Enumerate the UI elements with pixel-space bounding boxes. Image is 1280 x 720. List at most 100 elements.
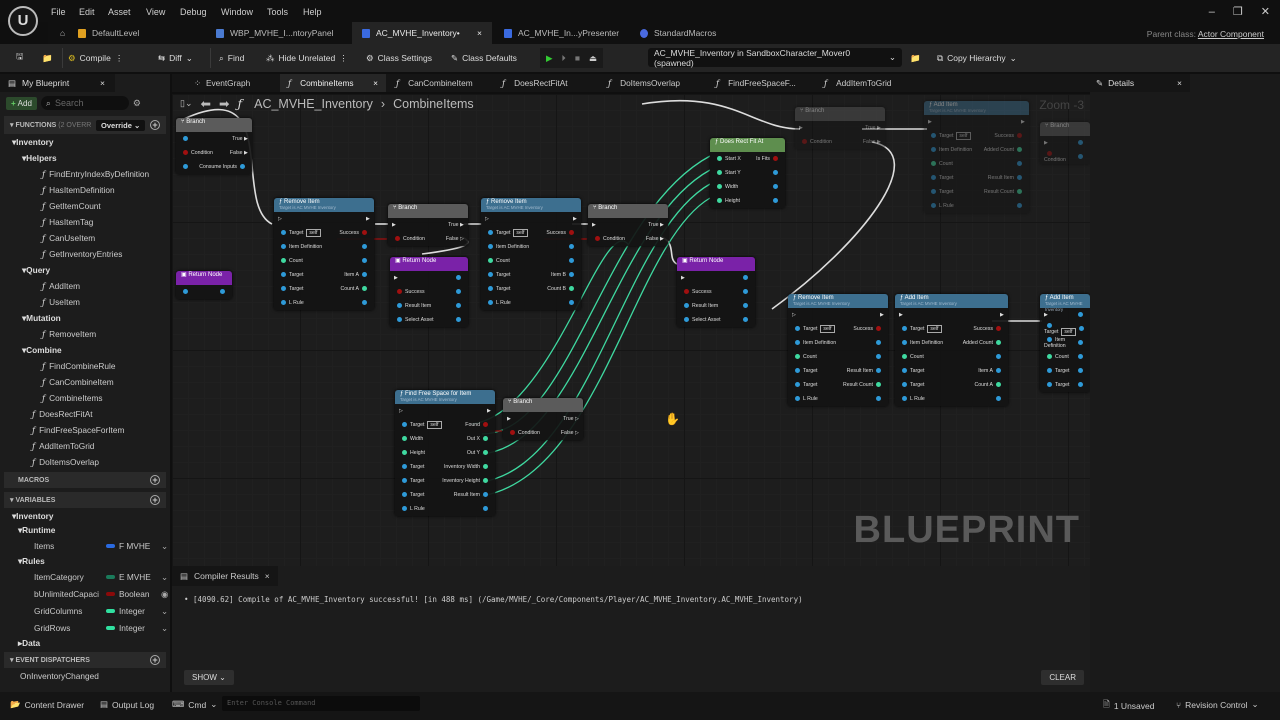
step-icon[interactable]: ⏵ — [561, 52, 566, 63]
event-dispatchers-section[interactable]: ▾ EVENT DISPATCHERS+ — [4, 652, 166, 668]
output-pin[interactable]: Success — [994, 133, 1025, 139]
input-pin[interactable]: Height — [399, 450, 425, 456]
output-pin[interactable]: Success — [546, 230, 577, 236]
hide-unrelated-button[interactable]: ⁂Hide Unrelated ⋮ — [266, 52, 348, 64]
add-variable-icon[interactable]: + — [150, 495, 160, 505]
revision-control-button[interactable]: ⑂Revision Control⌄ — [1176, 699, 1259, 710]
output-pin[interactable] — [453, 317, 464, 323]
input-pin[interactable]: Count — [278, 258, 303, 264]
chevron-down-icon[interactable]: ⌄ — [161, 540, 168, 551]
class-settings-button[interactable]: ⚙Class Settings — [366, 50, 432, 66]
function-category[interactable]: ▾ Query — [0, 262, 170, 278]
doc-tab-standard-macros[interactable]: StandardMacros — [630, 22, 726, 44]
compiler-results-tab[interactable]: ▤Compiler Results× — [172, 566, 278, 586]
input-pin[interactable] — [180, 289, 191, 295]
graph-node-branch[interactable]: ⑂ Branch▶Condition — [1040, 122, 1090, 164]
output-pin[interactable]: Consume Inputs — [199, 164, 248, 170]
input-pin[interactable]: Target — [399, 478, 424, 484]
debug-object-select[interactable]: AC_MVHE_Inventory in SandboxCharacter_Mo… — [648, 48, 902, 68]
input-pin[interactable]: Target — [792, 368, 817, 374]
output-pin[interactable] — [359, 300, 370, 306]
input-pin[interactable]: Start X — [714, 156, 741, 162]
menu-help[interactable]: Help — [303, 7, 322, 17]
input-pin[interactable]: Condition — [392, 236, 425, 242]
input-pin[interactable]: Target — [485, 286, 510, 292]
output-pin[interactable]: True ▶ — [232, 136, 248, 142]
output-pin[interactable]: ▶ — [366, 216, 370, 222]
add-dispatcher-icon[interactable]: + — [150, 655, 160, 665]
input-pin[interactable]: Target — [1044, 368, 1069, 374]
var-category-inventory[interactable]: ▾ Inventory — [12, 510, 54, 521]
doc-tab-ac-presenter[interactable]: AC_MVHE_In...yPresenter — [494, 22, 629, 44]
input-pin[interactable]: Count — [1044, 354, 1069, 360]
browse-icon[interactable]: 📁 — [42, 52, 53, 63]
output-pin[interactable]: False ▷ — [446, 236, 464, 242]
save-icon[interactable]: 🖫 — [16, 51, 24, 61]
output-pin[interactable] — [770, 170, 781, 176]
input-pin[interactable]: Item Definition — [1044, 337, 1075, 349]
add-button[interactable]: +Add — [6, 96, 37, 110]
function-category[interactable]: ▾ Inventory — [0, 134, 170, 150]
forward-arrow-icon[interactable]: ➡ — [218, 97, 230, 111]
output-pin[interactable] — [1076, 326, 1087, 332]
output-pin[interactable]: Inventory Height — [442, 478, 491, 484]
eye-icon[interactable]: ◉ — [161, 588, 169, 599]
output-pin[interactable] — [359, 258, 370, 264]
output-pin[interactable]: Added Count — [963, 340, 1004, 346]
input-pin[interactable]: Target — [485, 272, 510, 278]
output-pin[interactable] — [566, 258, 577, 264]
output-pin[interactable]: Item A — [344, 272, 370, 278]
show-button[interactable]: SHOW ⌄ — [184, 670, 234, 685]
input-pin[interactable]: Item Definition — [792, 340, 836, 346]
input-pin[interactable]: L Rule — [399, 506, 425, 512]
input-pin[interactable]: Condition — [180, 150, 213, 156]
output-pin[interactable]: Result Item — [988, 175, 1025, 181]
copy-hierarchy-button[interactable]: ⧉Copy Hierarchy⌄ — [937, 52, 1017, 64]
input-pin[interactable]: Count — [928, 161, 953, 167]
function-category[interactable]: ▾ Combine — [0, 342, 170, 358]
input-pin[interactable]: Item Definition — [485, 244, 529, 250]
breadcrumb-root[interactable]: AC_MVHE_Inventory — [254, 96, 373, 111]
output-pin[interactable] — [1014, 203, 1025, 209]
output-pin[interactable] — [1075, 382, 1086, 388]
close-icon[interactable]: × — [100, 78, 105, 88]
doc-tab-ac-inventory[interactable]: AC_MVHE_Inventory•× — [352, 22, 492, 44]
menu-window[interactable]: Window — [221, 7, 254, 17]
output-pin[interactable]: Inventory Width — [444, 464, 491, 470]
output-pin[interactable]: Item B — [551, 272, 577, 278]
functions-section[interactable]: ▾ FUNCTIONS (2 OVERR Override ⌄ + — [4, 116, 166, 134]
input-pin[interactable]: Condition — [592, 236, 625, 242]
output-pin[interactable] — [740, 303, 751, 309]
output-pin[interactable]: Result Item — [454, 492, 491, 498]
output-pin[interactable] — [1075, 140, 1086, 146]
input-pin[interactable]: ▶ — [507, 416, 511, 422]
my-blueprint-tab[interactable]: ▤My Blueprint× — [0, 74, 115, 92]
input-pin[interactable]: ▷ — [792, 312, 796, 318]
output-pin[interactable] — [770, 184, 781, 190]
input-pin[interactable]: Target — [792, 382, 817, 388]
output-pin[interactable]: Item A — [978, 368, 1004, 374]
output-pin[interactable] — [873, 354, 884, 360]
output-pin[interactable] — [740, 317, 751, 323]
output-pin[interactable]: Out Y — [467, 450, 491, 456]
output-pin[interactable] — [453, 303, 464, 309]
